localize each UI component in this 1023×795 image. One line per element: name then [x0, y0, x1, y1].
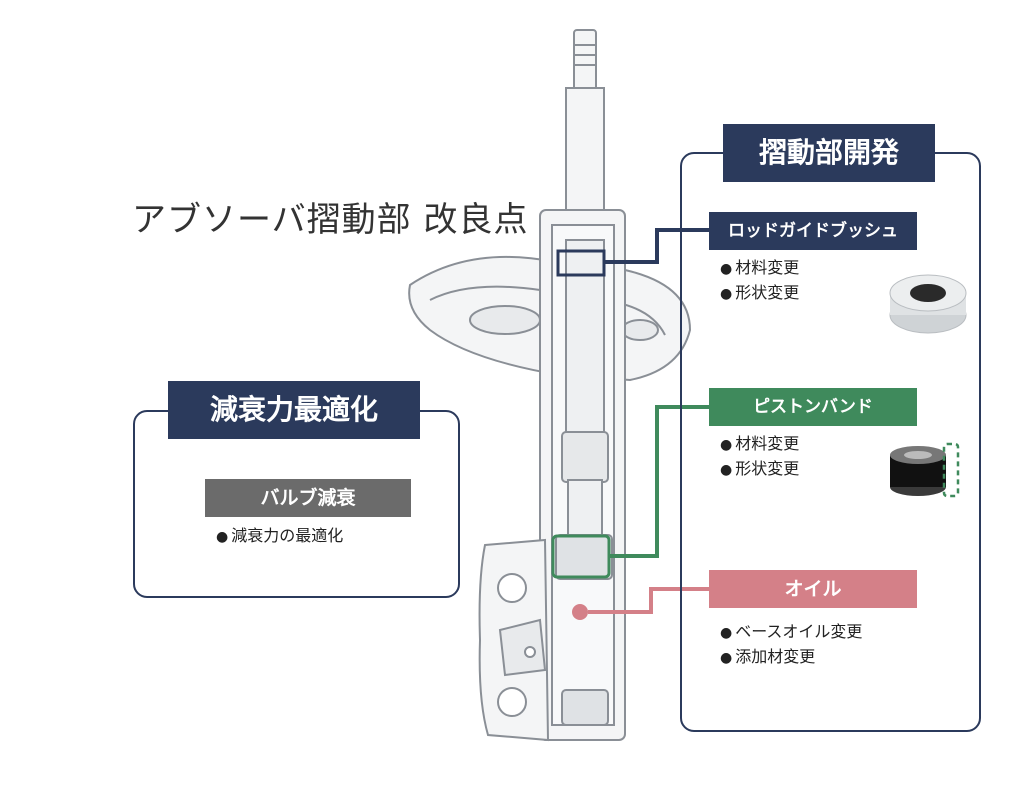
oil-bullets: ベースオイル変更 添加材変更 — [720, 620, 862, 670]
list-item: 減衰力の最適化 — [216, 524, 343, 549]
list-item: ベースオイル変更 — [720, 620, 862, 645]
piston-band-image — [890, 442, 960, 498]
valve-damping-label: バルブ減衰 — [205, 479, 411, 517]
oil-label: オイル — [709, 570, 917, 608]
list-item: 添加材変更 — [720, 645, 862, 670]
list-item: 形状変更 — [720, 281, 799, 306]
page-title: アブソーバ摺動部 改良点 — [132, 200, 529, 240]
valve-damping-bullets: 減衰力の最適化 — [216, 524, 343, 549]
list-item: 材料変更 — [720, 256, 799, 281]
rod-guide-bush-label: ロッドガイドブッシュ — [709, 212, 917, 250]
rod-guide-connector — [604, 228, 709, 264]
list-item: 材料変更 — [720, 432, 799, 457]
rod-guide-bush-bullets: 材料変更 形状変更 — [720, 256, 799, 306]
list-item: 形状変更 — [720, 457, 799, 482]
rod-guide-bush-image — [884, 262, 972, 344]
damping-header: 減衰力最適化 — [168, 381, 420, 439]
piston-band-label: ピストンバンド — [709, 388, 917, 426]
piston-band-connector — [609, 405, 709, 558]
oil-marker — [572, 604, 588, 620]
sliding-header: 摺動部開発 — [723, 124, 935, 182]
piston-band-bullets: 材料変更 形状変更 — [720, 432, 799, 482]
rod-tip — [573, 29, 597, 91]
